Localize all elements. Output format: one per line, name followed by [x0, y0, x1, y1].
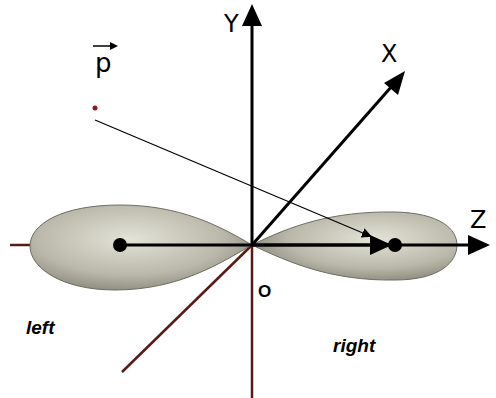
axis-label: Z: [470, 208, 486, 232]
bond-vector: [120, 244, 372, 247]
side-label: right: [333, 336, 375, 355]
origin-label: O: [258, 283, 271, 300]
axis-line: [251, 245, 254, 398]
arrowhead: [384, 71, 405, 95]
axis-line: [251, 22, 254, 245]
nucleus-dot: [388, 238, 402, 252]
axis-line: [252, 86, 392, 245]
side-label: left: [26, 318, 55, 337]
momentum-vector: [95, 120, 370, 236]
vector-origin: [93, 106, 98, 111]
vector-label: p: [95, 50, 112, 76]
arrowhead: [242, 4, 262, 26]
axis-label: X: [381, 42, 397, 66]
arrowhead: [468, 235, 490, 255]
orbital-lobe: [30, 205, 252, 290]
arrowhead: [110, 42, 118, 50]
nucleus-dot: [113, 238, 127, 252]
axis-label: Y: [224, 12, 239, 36]
